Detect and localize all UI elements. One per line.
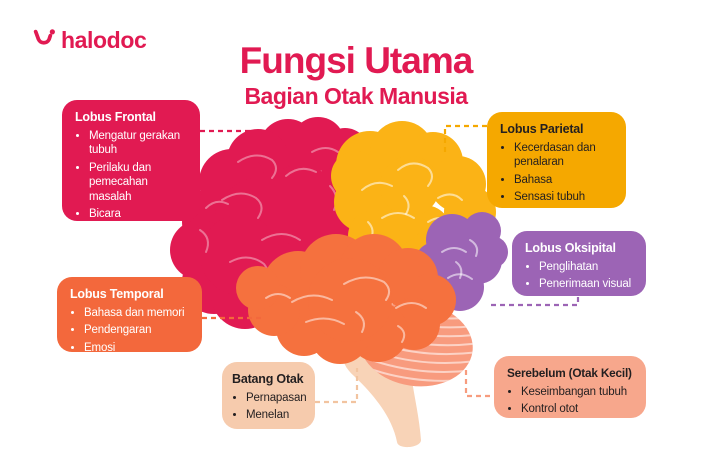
parietal-gyri-lines bbox=[361, 162, 463, 241]
bullet-item: Keseimbangan tubuh bbox=[521, 385, 634, 399]
temporal-gyri-lines bbox=[265, 276, 427, 343]
bullet-list: Keseimbangan tubuh Kontrol otot bbox=[507, 385, 634, 417]
bullet-list: Kecerdasan dan penalaran Bahasa Sensasi … bbox=[500, 141, 614, 205]
bullet-item: Pendengaran bbox=[84, 323, 190, 337]
label-card-lobus-frontal: Lobus Frontal Mengatur gerakan tubuh Per… bbox=[62, 100, 200, 221]
bullet-item: Perilaku dan pemecahan masalah bbox=[89, 161, 188, 204]
card-title: Lobus Oksipital bbox=[525, 241, 616, 255]
bullet-item: Sensasi tubuh bbox=[514, 190, 614, 204]
label-card-lobus-temporal: Lobus Temporal Bahasa dan memori Pendeng… bbox=[57, 277, 202, 355]
label-card-lobus-oksipital: Lobus Oksipital Penglihatan Penerimaan v… bbox=[512, 231, 646, 296]
label-card-batang-otak: Batang Otak Pernapasan Menelan bbox=[222, 362, 315, 429]
label-card-lobus-parietal: Lobus Parietal Kecerdasan dan penalaran … bbox=[487, 112, 626, 208]
bullet-item: Bicara bbox=[89, 207, 188, 221]
bullet-item: Bahasa bbox=[514, 173, 614, 187]
bullet-item: Menelan bbox=[246, 408, 307, 422]
card-title: Lobus Temporal bbox=[70, 287, 164, 301]
bullet-item: Pernapasan bbox=[246, 391, 307, 405]
card-title: Batang Otak bbox=[232, 372, 304, 386]
connector-parietal bbox=[443, 124, 487, 152]
temporal-lobe-shape bbox=[236, 234, 456, 364]
brand-wordmark: halodoc bbox=[61, 27, 147, 53]
bullet-item: Emosi bbox=[84, 341, 190, 355]
bullet-list: Pernapasan Menelan bbox=[232, 391, 307, 423]
bullet-item: Kecerdasan dan penalaran bbox=[514, 141, 614, 170]
bullet-item: Penerimaan visual bbox=[539, 277, 634, 291]
bullet-item: Kontrol otot bbox=[521, 402, 634, 416]
label-card-serebelum: Serebelum (Otak Kecil) Keseimbangan tubu… bbox=[494, 356, 646, 418]
card-title: Lobus Frontal bbox=[75, 110, 156, 124]
card-title: Serebelum (Otak Kecil) bbox=[507, 366, 632, 380]
bullet-list: Bahasa dan memori Pendengaran Emosi bbox=[70, 306, 190, 355]
page-title: Fungsi Utama Bagian Otak Manusia bbox=[170, 42, 542, 110]
bullet-item: Bahasa dan memori bbox=[84, 306, 190, 320]
connector-frontal bbox=[200, 129, 254, 153]
bullet-list: Penglihatan Penerimaan visual bbox=[525, 260, 634, 292]
title-subtitle: Bagian Otak Manusia bbox=[244, 83, 468, 109]
occipital-gyri-lines bbox=[441, 239, 479, 280]
halodoc-logo: halodoc bbox=[30, 27, 147, 54]
card-title: Lobus Parietal bbox=[500, 122, 584, 136]
connector-oksipital bbox=[489, 297, 580, 307]
bullet-item: Mengatur gerakan tubuh bbox=[89, 129, 188, 158]
bullet-item: Penglihatan bbox=[539, 260, 634, 274]
stethoscope-icon bbox=[30, 28, 56, 54]
title-main: Fungsi Utama bbox=[239, 40, 474, 81]
connector-batang bbox=[315, 368, 359, 404]
bullet-list: Mengatur gerakan tubuh Perilaku dan peme… bbox=[75, 129, 188, 222]
connector-serebelum bbox=[464, 370, 493, 398]
